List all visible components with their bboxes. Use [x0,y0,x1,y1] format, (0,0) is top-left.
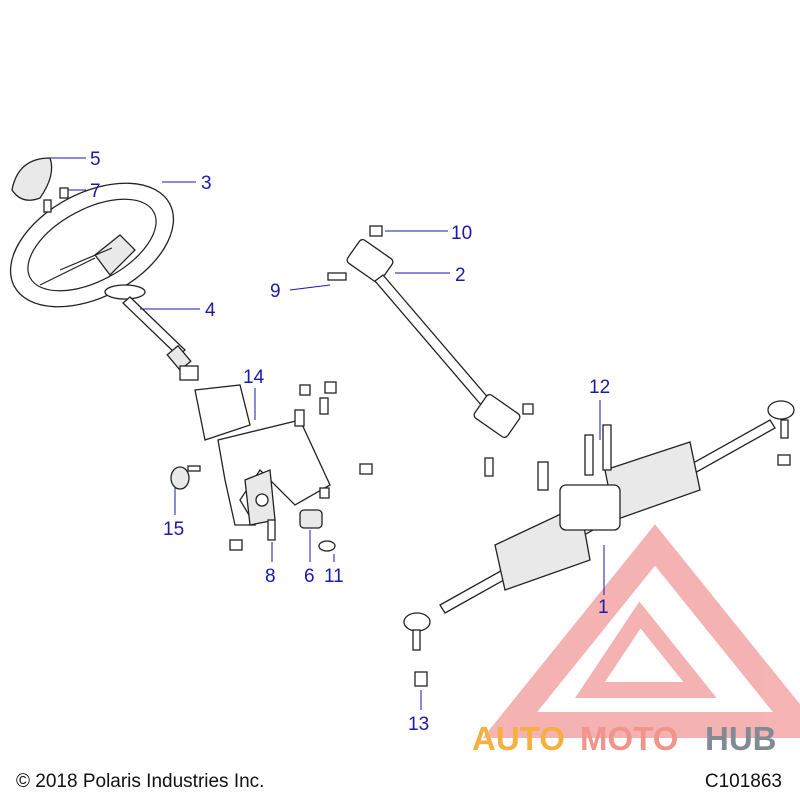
screw-7 [43,187,69,213]
watermark-hub: HUB [705,720,777,757]
figure-id: C101863 [704,771,782,792]
watermark-moto: MOTO [580,720,678,757]
fasteners [229,381,373,551]
callout-8: 8 [265,566,276,587]
callout-6: 6 [304,566,315,587]
callout-3: 3 [201,173,212,194]
callout-7: 7 [90,181,101,202]
watermark-auto: AUTO [472,720,565,757]
callout-13: 13 [408,714,429,735]
callout-15: 15 [163,519,184,540]
callout-5: 5 [90,149,101,170]
callout-2: 2 [455,265,466,286]
mount-knob [170,465,201,490]
watermark-logo [482,524,800,738]
callout-4: 4 [205,300,216,321]
steering-shaft [104,284,199,381]
intermediate-shaft [327,225,534,477]
bushing [299,509,323,529]
callout-12: 12 [589,377,610,398]
washer [318,540,336,552]
leader-lines [50,157,605,710]
column-bracket [194,384,331,526]
steering-rack [403,400,795,687]
callout-11: 11 [324,566,344,587]
horn-cover [11,157,53,201]
callout-14: 14 [243,367,265,388]
watermark-text: AUTO MOTO HUB [472,720,777,757]
copyright-text: © 2018 Polaris Industries Inc. [16,771,265,792]
callout-10: 10 [451,223,472,244]
callout-1: 1 [598,597,609,618]
steering-wheel [9,182,175,308]
callout-9: 9 [270,281,281,302]
